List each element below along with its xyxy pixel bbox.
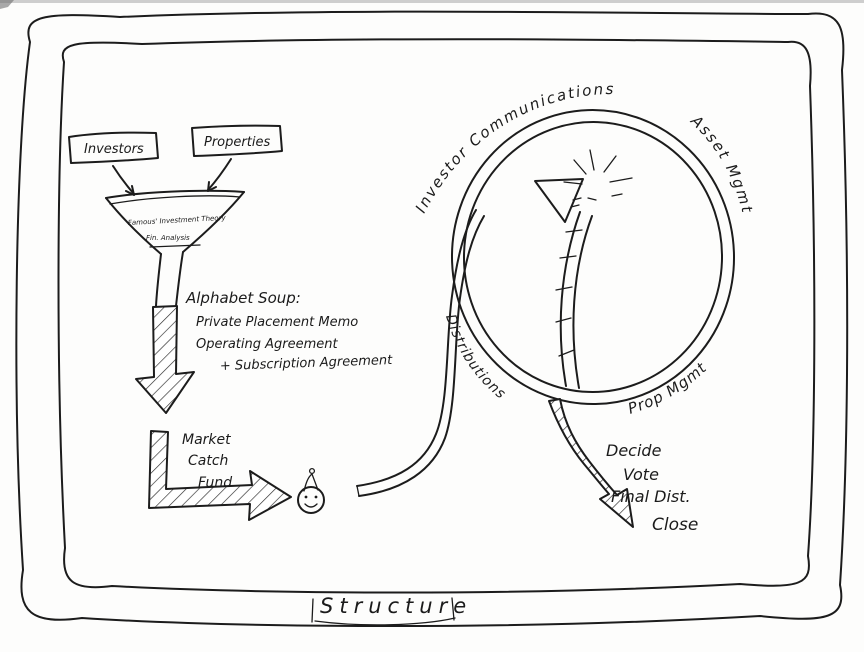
cycle-ring-inner	[462, 121, 724, 393]
launch-steps: Market Catch Fund	[182, 432, 232, 491]
funnel-rim-1	[105, 189, 245, 199]
smiley-eye-right	[314, 495, 318, 499]
funnel-text-underline	[149, 244, 201, 248]
funnel-side-left	[105, 197, 162, 255]
sparkle-ticks	[570, 197, 582, 208]
sparkle-rays	[563, 149, 633, 201]
document-item: Private Placement Memo	[196, 315, 358, 330]
launch-arrow-shape	[148, 430, 292, 521]
inner-arrow-shaft-right	[572, 215, 593, 389]
launch-arrow	[148, 430, 292, 521]
party-hat-pom	[308, 467, 316, 475]
title-side-ticks	[311, 597, 455, 623]
arrow-line	[112, 165, 135, 195]
documents-list: Alphabet Soup: Private Placement Memo Op…	[185, 289, 393, 374]
inner-arrow-shaft-left	[559, 211, 581, 387]
investors-box: Investors	[68, 131, 159, 164]
cycle-inner-arrow	[534, 178, 593, 389]
funnel: Famous' Investment Theory Fin. Analysis	[105, 189, 245, 307]
smiley-smile	[304, 503, 318, 508]
exit-arrow-shape	[548, 398, 634, 528]
funnel-stem-left	[155, 253, 162, 307]
exit-step: Decide	[606, 441, 662, 460]
scan-edge-artifacts	[0, 0, 864, 9]
inner-arrow-hatch	[555, 229, 583, 357]
cycle-right-label: Asset Mgmt	[687, 111, 757, 216]
funnel-text-line2: Fin. Analysis	[146, 234, 190, 242]
arrow-line	[207, 158, 232, 191]
investors-to-funnel-arrow	[112, 165, 135, 196]
documents-heading: Alphabet Soup:	[185, 289, 301, 307]
properties-label: Properties	[204, 135, 270, 150]
funnel-rim-2	[109, 195, 241, 205]
flow-curve	[356, 209, 485, 497]
sketch-border	[15, 10, 849, 628]
launch-step: Fund	[198, 475, 232, 491]
investors-box-outline	[68, 131, 159, 164]
exit-step: Vote	[623, 465, 659, 484]
funnel-side-right	[182, 191, 245, 253]
scan-corner-mark	[0, 0, 14, 9]
launch-step: Catch	[188, 453, 228, 469]
document-item: + Subscription Agreement	[220, 353, 394, 374]
properties-box: Properties	[191, 124, 283, 157]
launch-step: Market	[182, 432, 231, 448]
funnel-stem-right	[175, 251, 184, 307]
inner-arrowhead	[534, 178, 584, 223]
smiley-head	[297, 486, 325, 514]
flow-curve-start	[356, 485, 360, 497]
properties-to-funnel-arrow	[207, 158, 232, 192]
exit-step: Final Dist.	[611, 487, 691, 506]
cycle-right-label-text: Asset Mgmt	[687, 111, 755, 216]
document-item: Operating Agreement	[196, 337, 339, 352]
border-outer	[15, 10, 849, 628]
cycle-top-label-text: Investor Communications	[412, 80, 614, 216]
page-title: Structure	[320, 594, 472, 618]
flow-curve-upper	[356, 209, 477, 487]
exit-steps: Decide Vote Final Dist. Close	[606, 441, 698, 535]
properties-box-outline	[191, 124, 283, 157]
smiley-face-icon	[297, 467, 325, 514]
exit-step: Close	[652, 515, 698, 535]
cycle-bottom-left-label-text: Distributions	[442, 312, 508, 402]
cycle-ring-outer	[450, 109, 736, 405]
exit-arrow	[548, 398, 634, 528]
cycle-top-label: Investor Communications	[412, 80, 616, 216]
cycle-bottom-left-label: Distributions	[442, 312, 509, 402]
smiley-eye-left	[304, 495, 308, 499]
down-block-arrow	[135, 305, 195, 414]
flow-curve-lower	[358, 215, 485, 497]
diagram-title: Structure	[311, 594, 472, 626]
down-arrow-shape	[135, 305, 195, 414]
title-underline	[314, 617, 456, 626]
border-inner	[57, 38, 816, 594]
sparkle-icon	[563, 149, 633, 208]
scan-top-edge	[0, 0, 864, 3]
cycle-ring	[450, 109, 736, 405]
investors-label: Investors	[84, 142, 144, 157]
